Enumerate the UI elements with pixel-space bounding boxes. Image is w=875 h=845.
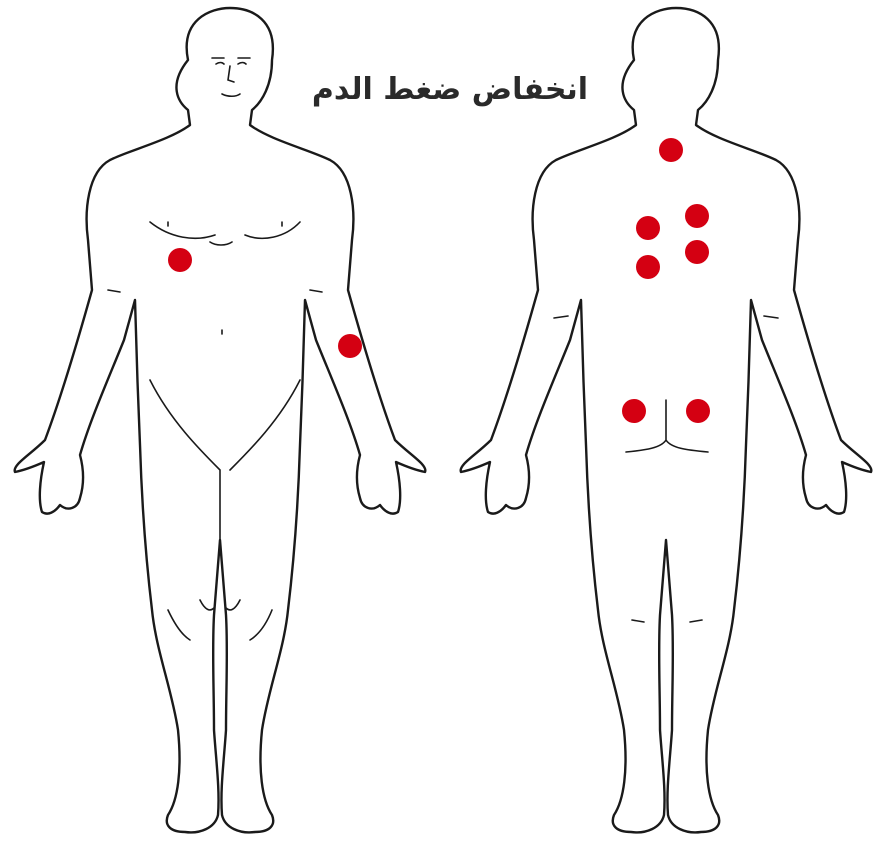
diagram-title: انخفاض ضغط الدم xyxy=(300,70,600,110)
point-back-lower-left xyxy=(622,399,646,423)
point-back-mid-right-2 xyxy=(685,240,709,264)
point-back-mid-right-1 xyxy=(685,204,709,228)
front-view-figure xyxy=(15,8,426,832)
point-back-upper xyxy=(659,138,683,162)
back-view-figure xyxy=(461,8,872,832)
point-back-mid-left-1 xyxy=(636,216,660,240)
acupressure-points xyxy=(168,138,710,423)
point-front-chest xyxy=(168,248,192,272)
point-front-forearm xyxy=(338,334,362,358)
point-back-lower-right xyxy=(686,399,710,423)
point-back-mid-left-2 xyxy=(636,255,660,279)
